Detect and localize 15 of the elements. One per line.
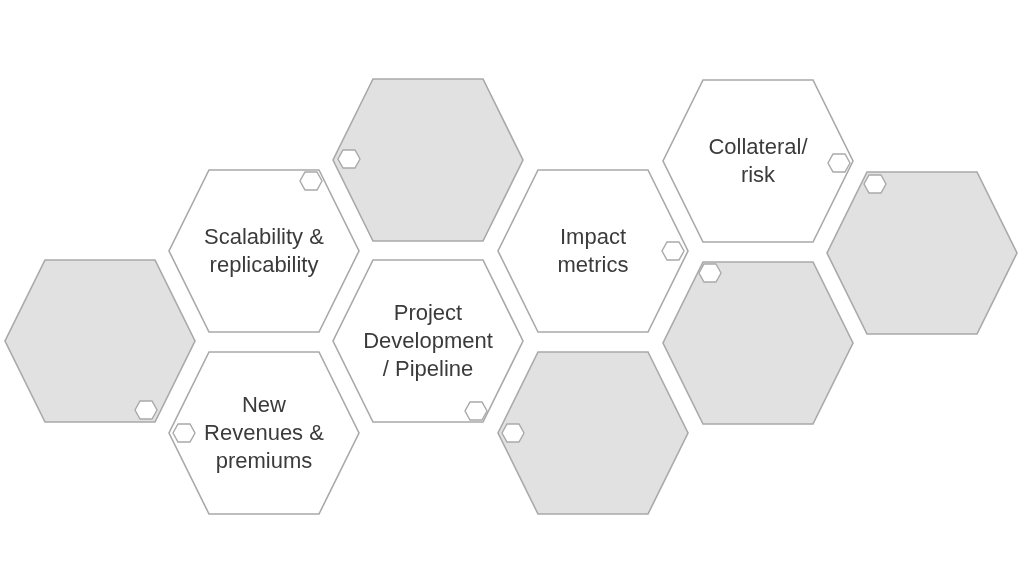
- topic-label: Collateral/ risk: [707, 133, 809, 189]
- topic-label: New Revenues & premiums: [203, 391, 325, 475]
- hexagon-tile: [4, 259, 196, 423]
- hexagon-tile: [497, 351, 689, 515]
- hexagon-tile: [662, 79, 854, 243]
- hexagon-tile: [662, 261, 854, 425]
- hexagon-tile: [168, 351, 360, 515]
- hexagon-tile: [497, 169, 689, 333]
- hexagon-tile: [826, 171, 1018, 335]
- hexagon-tile: [332, 78, 524, 242]
- topic-label: Impact metrics: [556, 223, 630, 279]
- hexagon-tile: [168, 169, 360, 333]
- hexagon-tile: [332, 259, 524, 423]
- topic-label: Scalability & replicability: [203, 223, 325, 279]
- topic-label: Project Development / Pipeline: [362, 299, 494, 383]
